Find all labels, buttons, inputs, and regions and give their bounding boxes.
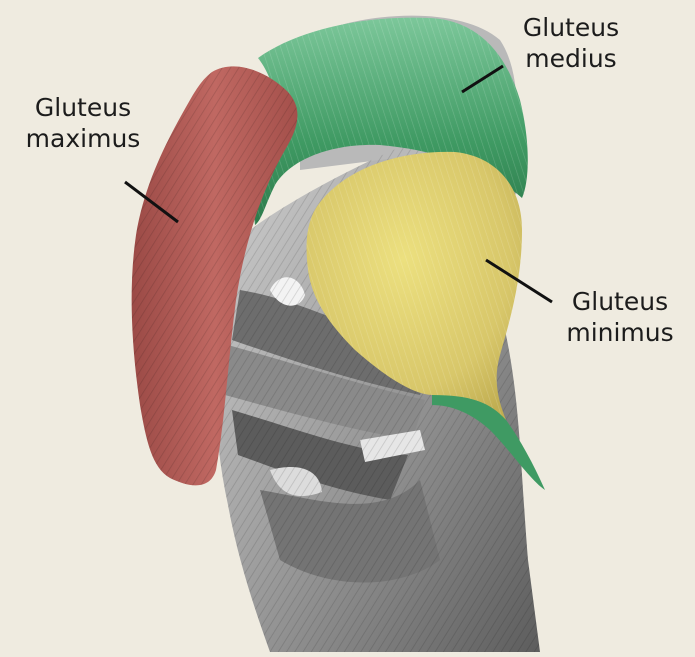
label-gluteus-medius-line-1: Gluteus bbox=[496, 12, 646, 43]
label-gluteus-maximus-line-1: Gluteus bbox=[8, 92, 158, 123]
label-gluteus-maximus-line-2: maximus bbox=[8, 123, 158, 154]
label-gluteus-minimus-line-1: Gluteus bbox=[550, 286, 690, 317]
label-gluteus-medius-line-2: medius bbox=[496, 43, 646, 74]
label-gluteus-medius: Gluteus medius bbox=[496, 12, 646, 74]
label-gluteus-minimus: Gluteus minimus bbox=[550, 286, 690, 348]
label-gluteus-maximus: Gluteus maximus bbox=[8, 92, 158, 154]
label-gluteus-minimus-line-2: minimus bbox=[550, 317, 690, 348]
